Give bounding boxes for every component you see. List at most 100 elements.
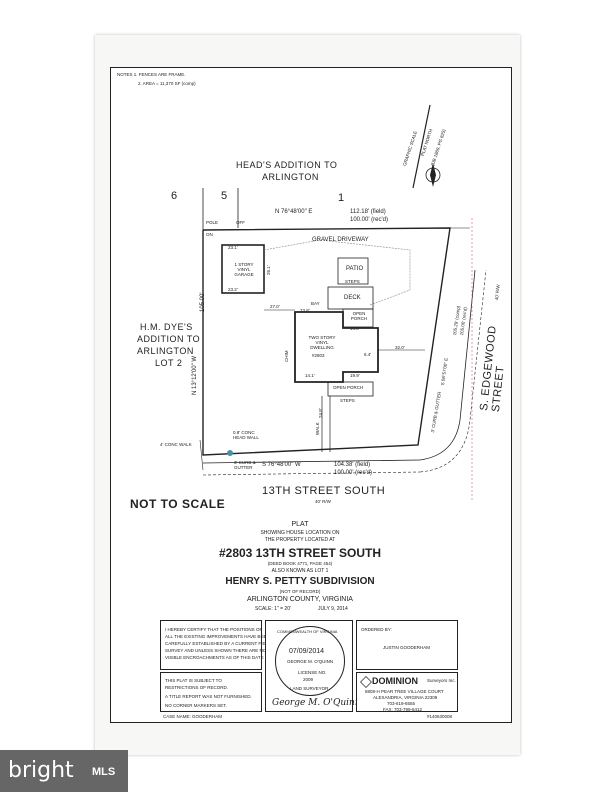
seal-number: 2009 (303, 677, 314, 682)
cert-line-4: SURVEY AND UNLESS SHOWN THERE ARE NO (165, 648, 267, 653)
title-address: #2803 13TH STREET SOUTH (218, 546, 382, 560)
title-report-note: A TITLE REPORT WAS NOT FURNISHED. (165, 694, 252, 699)
cert-line-1: I HEREBY CERTIFY THAT THE POSITIONS OF (165, 627, 263, 632)
seal-bottom: LAND SURVEYOR (290, 686, 329, 691)
pole-label: POLE (206, 220, 219, 225)
chimney-label: CHIM (284, 350, 289, 363)
title-plat: PLAT (291, 521, 309, 528)
notes-line-1: NOTES 1. FENCES ARE FRAME. (117, 72, 186, 77)
north-recd: 100.00' (rec'd) (350, 217, 388, 223)
surveyor-signature: George M. O'Quinn (272, 698, 361, 708)
seal-date: 07/09/2014 (289, 648, 325, 655)
surveyor-seal (275, 626, 345, 696)
watermark-mls: MLS (92, 766, 116, 778)
hm-dyes-label-4: LOT 2 (155, 358, 183, 368)
north-bearing: N 76°48'00" E (275, 209, 313, 215)
restrictions-line-1: THIS PLAT IS SUBJECT TO (165, 678, 222, 683)
restrictions-box: THIS PLAT IS SUBJECT TO RESTRICTIONS OF … (160, 672, 262, 712)
south-bearing: S 76°48'00" W (262, 462, 301, 468)
west-distance: 105.00' (200, 292, 206, 313)
cert-line-5: VISIBLE ENCROACHMENTS AS OF THIS DATE (165, 655, 264, 660)
graphic-scale-bar (412, 104, 431, 189)
title-not-of-record: (NOT OF RECORD) (279, 589, 321, 594)
dwelling-number: #2803 (312, 353, 325, 358)
dwelling-label: TWO STORY VINYL DWELLING (308, 335, 336, 350)
corner-markers-note: NO CORNER MARKERS SET. (165, 703, 227, 708)
title-date: JULY 9, 2014 (318, 606, 348, 612)
seal-license: LICENSE NO. (298, 670, 327, 675)
title-showing: SHOWING HOUSE LOCATION ON (260, 530, 340, 536)
company-address-2: ALEXANDRIA, VIRGINIA 22309 (373, 695, 438, 700)
garage-dim-side: 26.1' (266, 265, 271, 275)
street-south-rw: 40' R/W (315, 499, 331, 504)
lot-1-label: 1 (338, 192, 345, 204)
bright-mls-watermark: bright MLS (0, 750, 128, 792)
north-arrow-icon (430, 163, 436, 187)
open-porch-bottom-outline (327, 381, 374, 397)
south-field: 104.38' (field) (334, 462, 371, 468)
company-address-1: 8808-H PEAR TREE VILLAGE COURT (365, 689, 444, 694)
seal-name: GEORGE M. O'QUINN (287, 659, 334, 664)
cert-line-3: CAREFULLY ESTABLISHED BY A CURRENT FIELD (165, 641, 272, 646)
dwelling-outline (294, 311, 379, 383)
garage-dim-top: 23.1' (228, 245, 238, 250)
corner-curb (419, 269, 476, 461)
dim-23-8: 23.8' (300, 308, 310, 313)
hm-dyes-label: H.M. DYE'S (140, 322, 193, 332)
deck-label: DECK (344, 295, 361, 301)
bay-label: BAY (311, 301, 320, 306)
hm-dyes-label-3: ARLINGTON (137, 346, 194, 356)
title-county: ARLINGTON COUNTY, VIRGINIA (247, 596, 353, 603)
dim-24-8: 24.8' (318, 408, 323, 418)
head-wall-label: 0.8' CONC HEAD WALL (233, 430, 259, 440)
watermark-brand: bright (8, 758, 74, 783)
gravel-driveway-label: GRAVEL DRIVEWAY (312, 237, 369, 243)
case-name: CASE NAME: GOODERHAM (163, 714, 223, 719)
steps-bottom-label: STEPS (340, 398, 355, 403)
patio-label: PATIO (346, 266, 364, 272)
plat-frame (110, 67, 512, 723)
off-label: OFF (236, 220, 245, 225)
dim-32: 32.0' (395, 345, 405, 350)
title-aka: ALSO KNOWN AS LOT 1 (271, 568, 329, 574)
title-deed: (DEED BOOK 4771, PAGE 454) (267, 561, 333, 566)
garage-dim-bottom: 23.2' (228, 287, 238, 292)
south-recd: 100.00' (rec'd) (334, 470, 372, 476)
open-porch-bottom-label: OPEN PORCH (333, 385, 364, 390)
north-field: 112.18' (field) (350, 209, 386, 215)
dim-19-9: 19.9' (350, 373, 360, 378)
property-line (202, 227, 451, 456)
open-porch-top-label: OPEN PORCH (350, 311, 368, 321)
company-phone: 703-619-6555 (387, 701, 416, 706)
notes-line-2: 2. AREA = 11,370 SF (comp) (138, 81, 196, 86)
street-south-label: 13TH STREET SOUTH (262, 485, 386, 497)
steps-label: STEPS (345, 279, 360, 284)
company-sub: Surveyors Inc. (427, 678, 456, 683)
company-box: DOMINION Surveyors Inc. 8808-H PEAR TREE… (356, 672, 458, 712)
garage-outline (221, 244, 265, 294)
seal-top: COMMONWEALTH OF VIRGINIA (277, 629, 338, 634)
garage-label: 1 STORY VINYL GARAGE (234, 262, 254, 277)
heads-addition-label: HEAD'S ADDITION TO (236, 160, 338, 170)
curb-label: 3' CURB & GUTTER (234, 460, 256, 470)
orderer-name: JUSTIN GOODERHAM (383, 645, 431, 650)
south-curb-line (202, 459, 421, 464)
certification-box: I HEREBY CERTIFY THAT THE POSITIONS OF A… (160, 620, 271, 670)
company-name: DOMINION (372, 676, 418, 686)
job-number: #140630008 (427, 714, 453, 719)
lot-6-label: 6 (171, 190, 178, 202)
title-property: THE PROPERTY LOCATED AT (264, 537, 336, 543)
ordered-by-box: ORDERED BY: JUSTIN GOODERHAM (356, 620, 458, 670)
company-fax: FAX: 703-799-6412 (383, 707, 423, 712)
dim-14: 14.0' (350, 326, 360, 331)
dim-6-4: 6.4' (364, 352, 372, 357)
title-scale: SCALE: 1" = 20' (255, 606, 291, 612)
dominion-logo-icon (360, 676, 372, 688)
ordered-by-label: ORDERED BY: (361, 627, 392, 632)
dim-14-1: 14.1' (305, 373, 315, 378)
walk-label: WALK (315, 422, 320, 435)
gravel-driveway-outline (263, 239, 411, 306)
title-subdivision: HENRY S. PETTY SUBDIVISION (225, 576, 375, 587)
not-to-scale-label: NOT TO SCALE (130, 497, 226, 511)
